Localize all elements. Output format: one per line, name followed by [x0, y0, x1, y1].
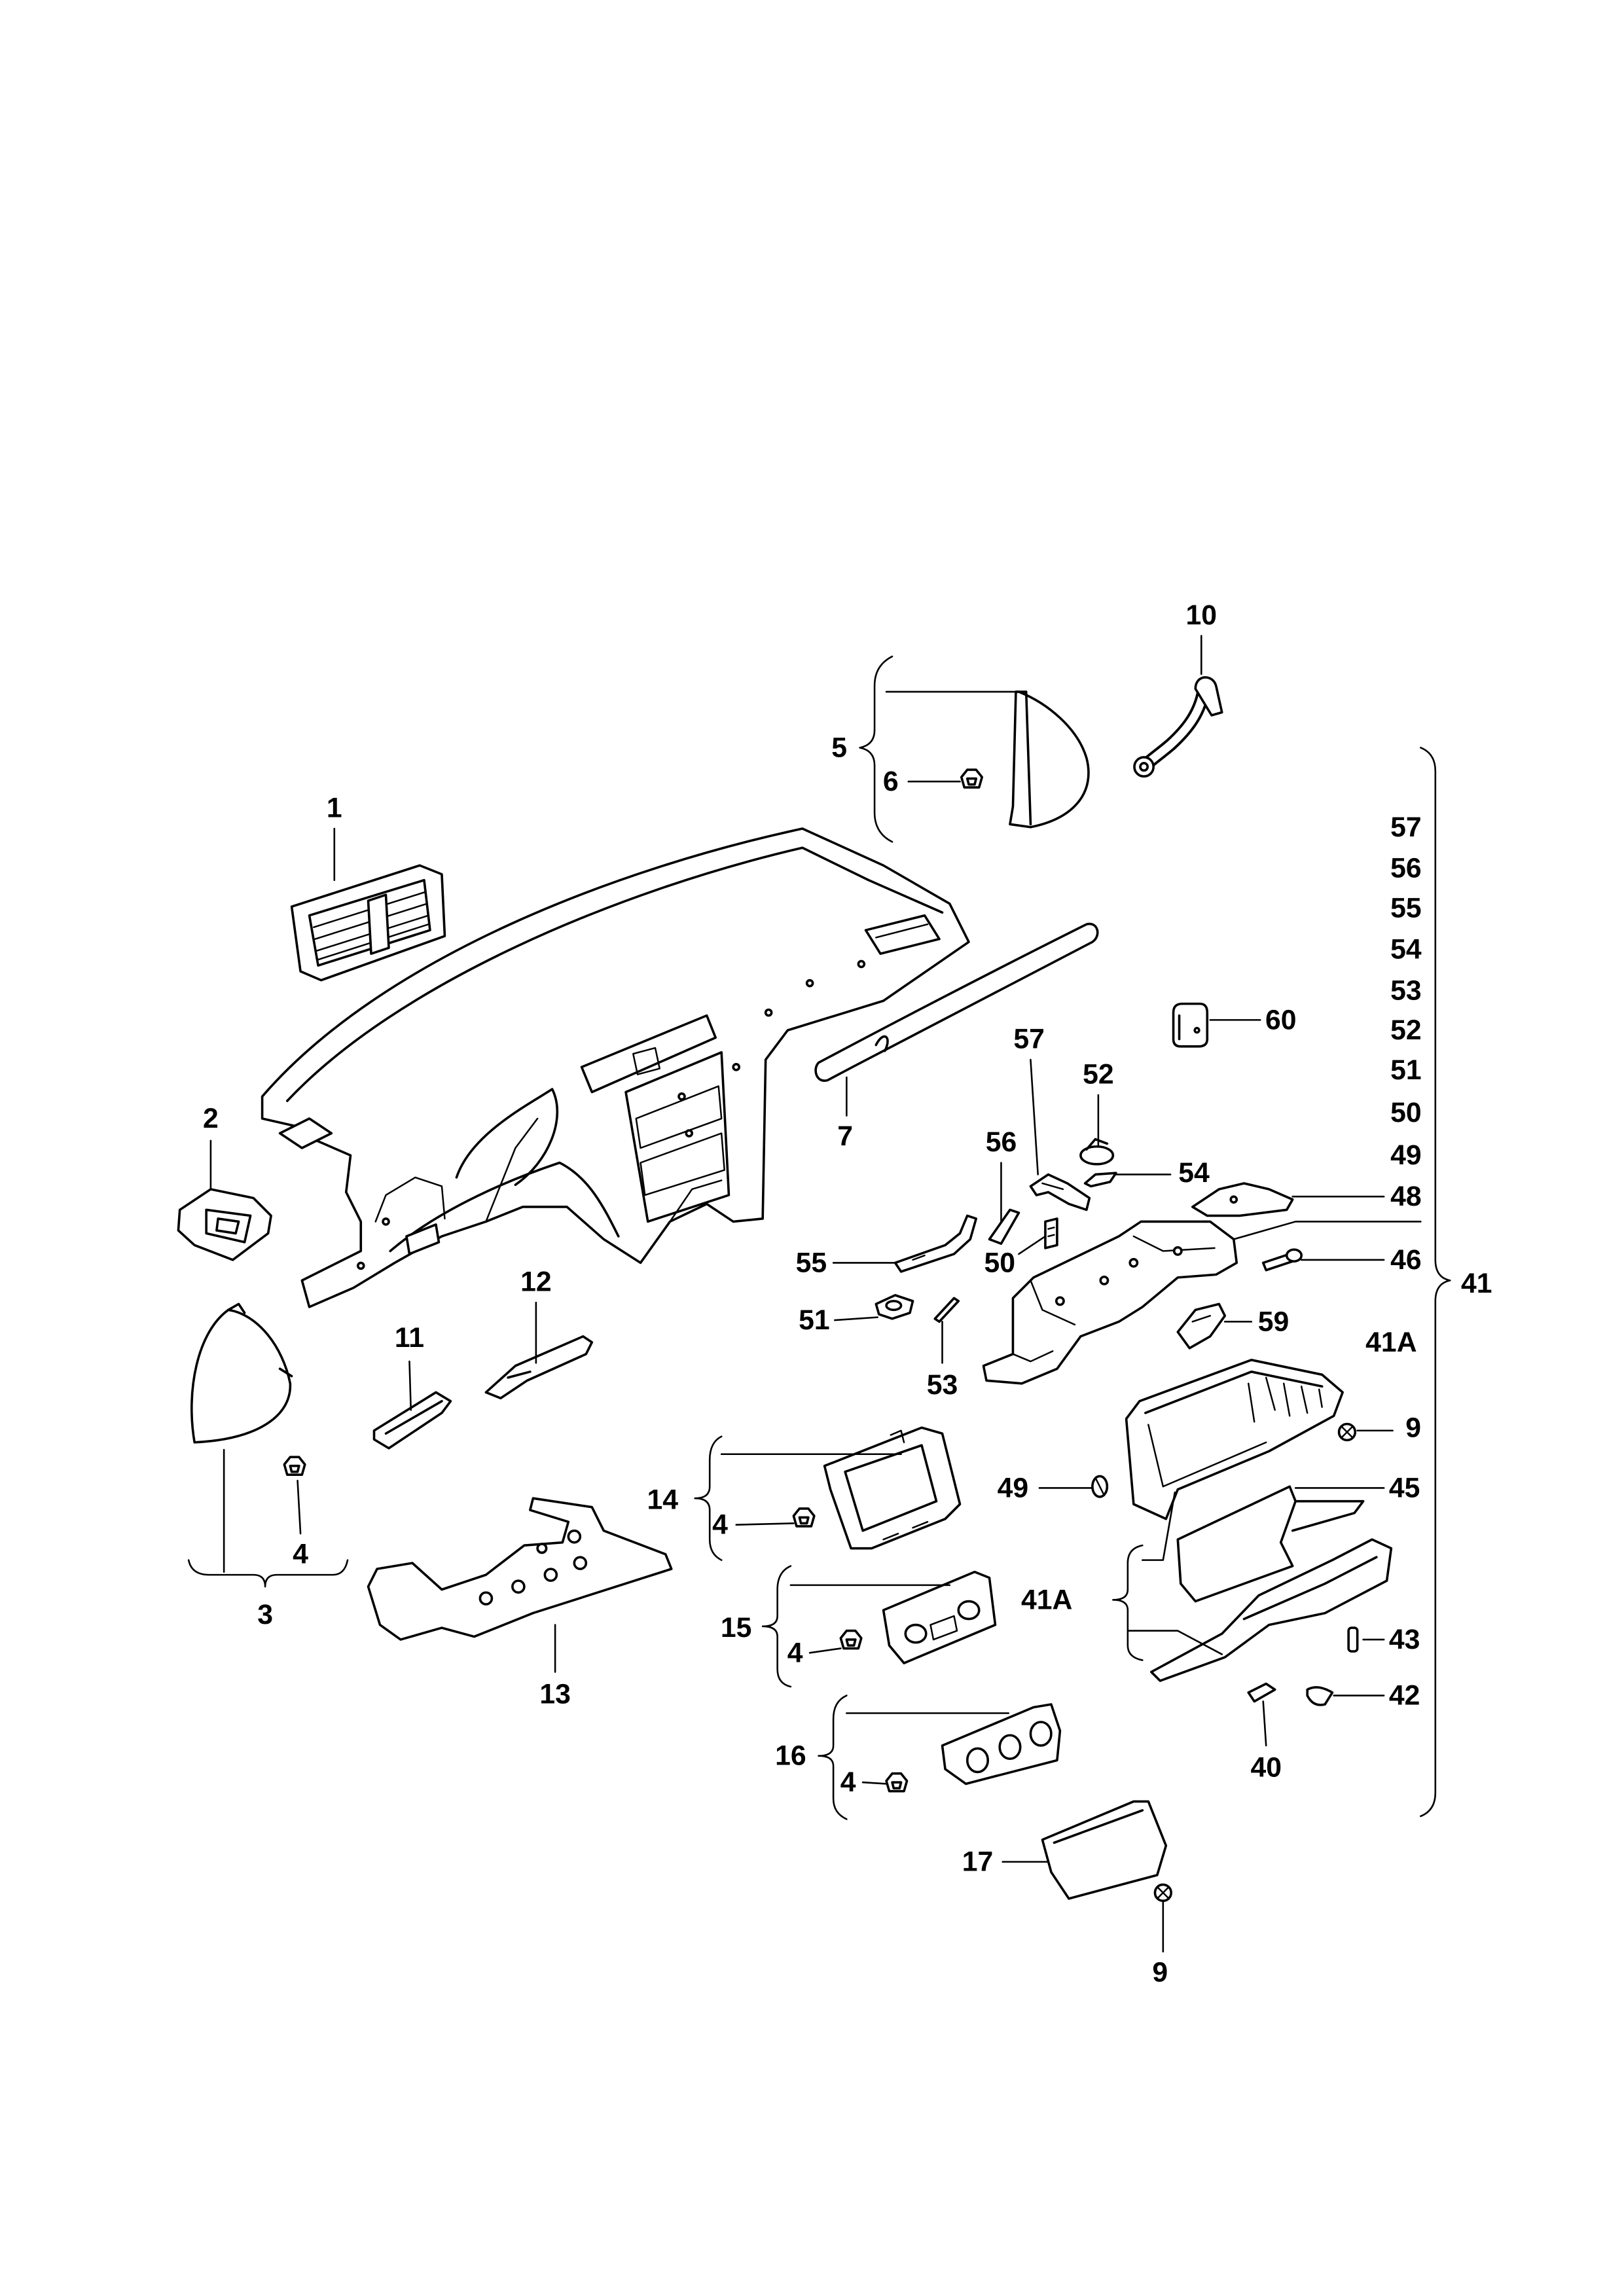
- callout-55: 55: [796, 1247, 827, 1278]
- part-list-item: 57: [1390, 812, 1422, 843]
- callout-14: 14: [647, 1484, 678, 1515]
- callout-6: 6: [883, 766, 899, 797]
- part-list-item: 48: [1390, 1181, 1422, 1212]
- callout-9-lower: 9: [1152, 1956, 1168, 1988]
- callout-16: 16: [775, 1740, 806, 1772]
- callout-12: 12: [520, 1266, 552, 1298]
- callout-43: 43: [1389, 1624, 1420, 1655]
- callout-49: 49: [998, 1472, 1029, 1503]
- callout-51: 51: [799, 1304, 830, 1336]
- part-43-shape: [1347, 1626, 1359, 1653]
- callout-4-a: 4: [712, 1509, 728, 1541]
- part-52-shape: [1079, 1138, 1115, 1166]
- leader-lines: [187, 635, 1451, 1953]
- part-49-shape: [1091, 1475, 1109, 1498]
- part-3-shape: [190, 1302, 293, 1444]
- part-list-item: 54: [1390, 933, 1422, 965]
- part-list-item: 49: [1390, 1139, 1422, 1171]
- dashboard-panel-shape: [261, 827, 970, 1308]
- part-9-screw-shape: [1337, 1422, 1357, 1442]
- callout-40: 40: [1250, 1752, 1282, 1784]
- callout-46: 46: [1390, 1244, 1422, 1276]
- part-2-shape: [177, 1188, 272, 1261]
- part-48-shape: [1191, 1182, 1294, 1217]
- callout-41: 41: [1461, 1268, 1492, 1299]
- part-59-shape: [1176, 1302, 1227, 1350]
- part-13-shape: [367, 1497, 673, 1641]
- callout-10: 10: [1186, 600, 1218, 631]
- part-46-shape: [1261, 1248, 1303, 1272]
- part-10-shape: [1133, 676, 1223, 778]
- part-list-item: 55: [1390, 892, 1422, 924]
- callout-13: 13: [539, 1678, 571, 1710]
- callout-1: 1: [327, 793, 342, 824]
- callout-labels: 10 5 6 1 60 57 52 7 2 56 54 55 50 46 41 …: [203, 600, 1492, 1988]
- callout-42: 42: [1389, 1680, 1420, 1712]
- part-56-shape: [988, 1208, 1020, 1245]
- part-45-shape: [1176, 1485, 1365, 1603]
- part-60-shape: [1172, 1002, 1209, 1048]
- part-50-shape: [1044, 1217, 1058, 1249]
- part-4-clip-shape: [283, 1456, 306, 1477]
- part-list-item: 51: [1390, 1054, 1422, 1086]
- callout-3: 3: [257, 1599, 273, 1630]
- part-list-item: 56: [1390, 853, 1422, 884]
- part-list-item: 50: [1390, 1097, 1422, 1128]
- part-57-shape: [1029, 1173, 1091, 1211]
- callout-60: 60: [1265, 1004, 1297, 1035]
- callout-59: 59: [1258, 1306, 1290, 1337]
- part-list-item: 52: [1390, 1014, 1422, 1046]
- part-53-shape: [933, 1297, 960, 1323]
- part-6-shape: [960, 768, 984, 789]
- callout-41A: 41A: [1021, 1584, 1072, 1615]
- part-15-shape: [882, 1570, 997, 1664]
- callout-53: 53: [927, 1369, 958, 1401]
- part-4-clip-shape: [885, 1772, 909, 1793]
- callout-5: 5: [831, 732, 847, 763]
- callout-41A-group: 41A: [1365, 1327, 1416, 1358]
- callout-45: 45: [1389, 1472, 1420, 1503]
- part-54-shape: [1083, 1172, 1117, 1188]
- callout-11: 11: [395, 1322, 424, 1354]
- part-42-shape: [1306, 1686, 1334, 1706]
- part-51-shape: [875, 1294, 914, 1320]
- part-5-shape: [1009, 691, 1090, 829]
- part-4-clip-shape: [839, 1629, 863, 1650]
- callout-56: 56: [986, 1126, 1017, 1158]
- callout-17: 17: [962, 1846, 994, 1878]
- part-1-shape: [290, 864, 446, 982]
- callout-57: 57: [1013, 1024, 1045, 1055]
- part-7-shape: [814, 922, 1099, 1082]
- part-41-shape: [982, 1220, 1238, 1385]
- callout-4-b: 4: [293, 1539, 308, 1570]
- part-9-screw-shape: [1153, 1883, 1172, 1903]
- callout-7: 7: [837, 1121, 853, 1152]
- callout-15: 15: [721, 1612, 752, 1643]
- part-4-clip-shape: [792, 1507, 816, 1528]
- callout-50: 50: [984, 1247, 1015, 1278]
- callout-52: 52: [1083, 1059, 1114, 1090]
- part-55-shape: [893, 1214, 978, 1273]
- callout-54: 54: [1178, 1157, 1210, 1189]
- part-41A-trim-shape: [1150, 1538, 1393, 1682]
- callout-4-c: 4: [787, 1637, 803, 1668]
- part-41A-box-shape: [1125, 1359, 1344, 1520]
- part-17-shape: [1041, 1800, 1168, 1900]
- part-16-shape: [941, 1703, 1062, 1785]
- callout-9-upper: 9: [1405, 1412, 1421, 1443]
- callout-2: 2: [203, 1103, 219, 1134]
- callout-4-d: 4: [840, 1767, 856, 1798]
- part-11-shape: [372, 1391, 452, 1450]
- part-12-shape: [484, 1335, 594, 1400]
- part-40-shape: [1247, 1682, 1276, 1703]
- part-list-item: 53: [1390, 975, 1422, 1006]
- part-shapes: [177, 676, 1393, 1903]
- part-14-shape: [823, 1426, 962, 1550]
